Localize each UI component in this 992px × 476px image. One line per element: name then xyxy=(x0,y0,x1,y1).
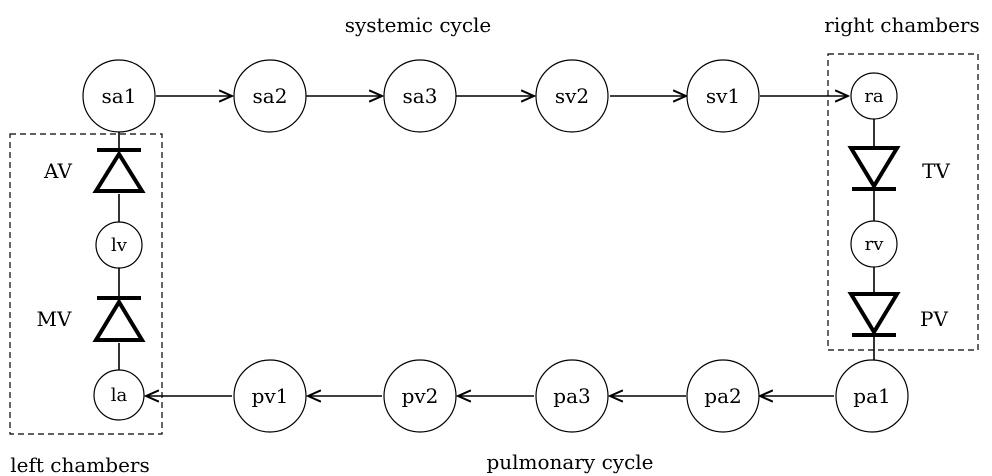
pulmonary-valve-symbol xyxy=(847,292,901,337)
right-chambers-label: right chambers xyxy=(824,13,979,37)
node-sa3: sa3 xyxy=(383,59,457,133)
pulmonary-cycle-label: pulmonary cycle xyxy=(486,450,653,474)
svg-text:ra: ra xyxy=(864,86,884,107)
node-pv2: pv2 xyxy=(383,359,457,433)
node-sv2: sv2 xyxy=(535,59,609,133)
svg-text:sa3: sa3 xyxy=(403,84,438,108)
node-pv1: pv1 xyxy=(233,359,307,433)
pv-label: PV xyxy=(920,307,948,331)
node-ra: ra xyxy=(850,72,898,120)
svg-text:lv: lv xyxy=(111,235,128,256)
svg-text:pa1: pa1 xyxy=(853,384,890,408)
svg-text:sa2: sa2 xyxy=(253,84,288,108)
svg-text:rv: rv xyxy=(865,234,885,255)
node-pa3: pa3 xyxy=(535,359,609,433)
node-rv: rv xyxy=(850,220,898,268)
svg-text:pv2: pv2 xyxy=(402,384,439,408)
svg-text:sa1: sa1 xyxy=(102,84,137,108)
svg-text:sv2: sv2 xyxy=(555,84,589,108)
node-sa1: sa1 xyxy=(82,59,156,133)
node-lv: lv xyxy=(95,221,143,269)
left-chambers-label: left chambers xyxy=(10,453,149,476)
aortic-valve-symbol xyxy=(92,148,146,193)
node-la: la xyxy=(93,369,145,421)
svg-text:pa3: pa3 xyxy=(553,384,590,408)
mv-label: MV xyxy=(37,307,72,331)
tv-label: TV xyxy=(922,159,950,183)
tricuspid-valve-symbol xyxy=(847,146,901,191)
node-sv1: sv1 xyxy=(686,59,760,133)
right-chambers-box xyxy=(827,53,979,351)
node-sa2: sa2 xyxy=(233,59,307,133)
av-label: AV xyxy=(43,159,72,183)
mitral-valve-symbol xyxy=(92,296,146,342)
svg-text:sv1: sv1 xyxy=(706,84,740,108)
svg-text:la: la xyxy=(111,385,128,406)
node-pa2: pa2 xyxy=(686,359,760,433)
systemic-cycle-label: systemic cycle xyxy=(345,13,492,37)
svg-text:pa2: pa2 xyxy=(704,384,741,408)
left-chambers-box xyxy=(9,133,163,435)
svg-text:pv1: pv1 xyxy=(252,384,289,408)
node-pa1: pa1 xyxy=(835,359,909,433)
